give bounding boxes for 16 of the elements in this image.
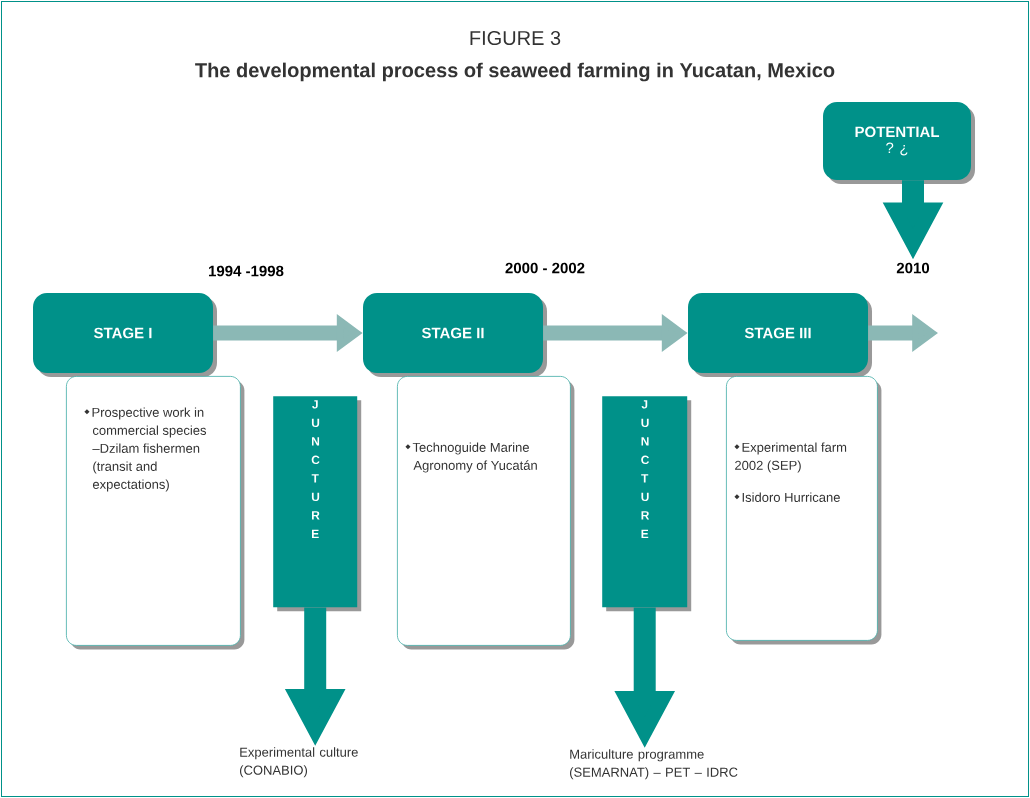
description-box: Experimental farm 2002 (SEP) Isidoro Hurricane bbox=[726, 376, 882, 645]
stage-box: STAGE I bbox=[33, 293, 217, 377]
outcome-text: Mariculture programme (SEMARNAT) – PET – IDRC bbox=[570, 749, 738, 780]
stage-box: STAGE III bbox=[688, 293, 872, 377]
description-box: Prospective work in commercial species –Dzilam fishermen (transit and expectations) bbox=[66, 376, 245, 650]
year-label: 2000 - 2002 bbox=[505, 262, 585, 274]
figure-title: The developmental process of seaweed farming in Yucatan, Mexico bbox=[195, 62, 835, 82]
juncture-bar: J U N C T U R E bbox=[273, 396, 362, 612]
figure-number: FIGURE 3 bbox=[470, 30, 561, 46]
year-label: 2010 bbox=[896, 262, 930, 274]
outcome-text: Experimental culture (CONABIO) bbox=[240, 747, 358, 778]
stage-box: STAGE II bbox=[363, 293, 547, 377]
description-box: Technoguide Marine Agronomy of Yucatán bbox=[397, 376, 575, 650]
year-label: 1994 -1998 bbox=[209, 265, 284, 277]
juncture-bar: J U N C T U R E bbox=[602, 396, 692, 612]
potential-box: POTENTIAL ? ¿ bbox=[823, 102, 975, 184]
